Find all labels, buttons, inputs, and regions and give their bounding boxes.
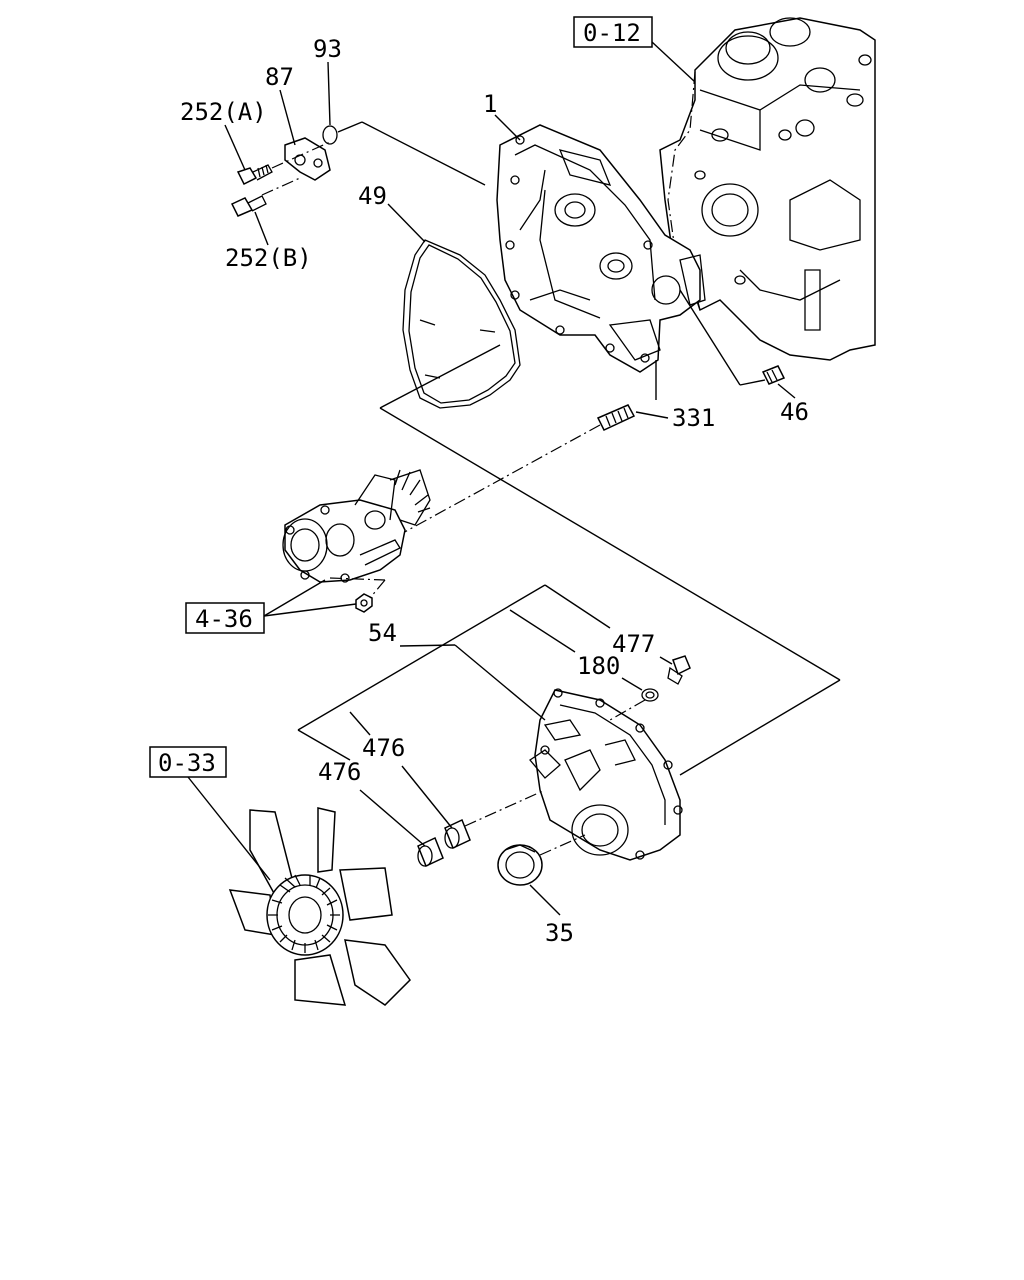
callout-label-1: 1 [483,90,497,118]
callout-label-54: 54 [368,619,397,647]
callout-label-331: 331 [672,404,715,432]
callout-label-87: 87 [265,63,294,91]
o-ring [322,125,338,145]
callout-label-477: 477 [612,630,655,658]
callout-label-252b: 252(B) [225,244,312,272]
reference-box-0-33[interactable]: 0-33 [149,746,227,778]
reference-label-0-12: 0-12 [583,19,641,47]
stud-bolt-331 [596,404,636,431]
callout-label-180: 180 [577,652,620,680]
stud-bolt-46 [761,365,786,385]
nut-4-36 [355,593,373,613]
callout-label-93: 93 [313,35,342,63]
reference-label-4-36: 4-36 [195,605,253,633]
pump-assembly [282,469,431,583]
callout-label-476-upper: 476 [362,734,405,762]
reference-box-0-12[interactable]: 0-12 [573,16,653,48]
reference-label-0-33: 0-33 [158,749,216,777]
callout-label-476-lower: 476 [318,758,361,786]
callout-label-252a: 252(A) [180,98,267,126]
callout-label-49: 49 [358,182,387,210]
front-cover [529,688,683,861]
bushing-476-b [417,836,444,868]
washer-180 [641,688,659,702]
callout-label-46: 46 [780,398,809,426]
bolt-b [230,195,267,217]
engine-block [659,17,876,361]
plug-477 [667,655,691,685]
reference-box-4-36[interactable]: 4-36 [185,602,265,634]
adapter-plate [284,137,331,181]
oil-seal-35 [497,844,543,886]
callout-label-35: 35 [545,919,574,947]
timing-gear-case [496,124,706,373]
bolt-a [236,164,273,186]
cooling-fan [228,807,411,1006]
